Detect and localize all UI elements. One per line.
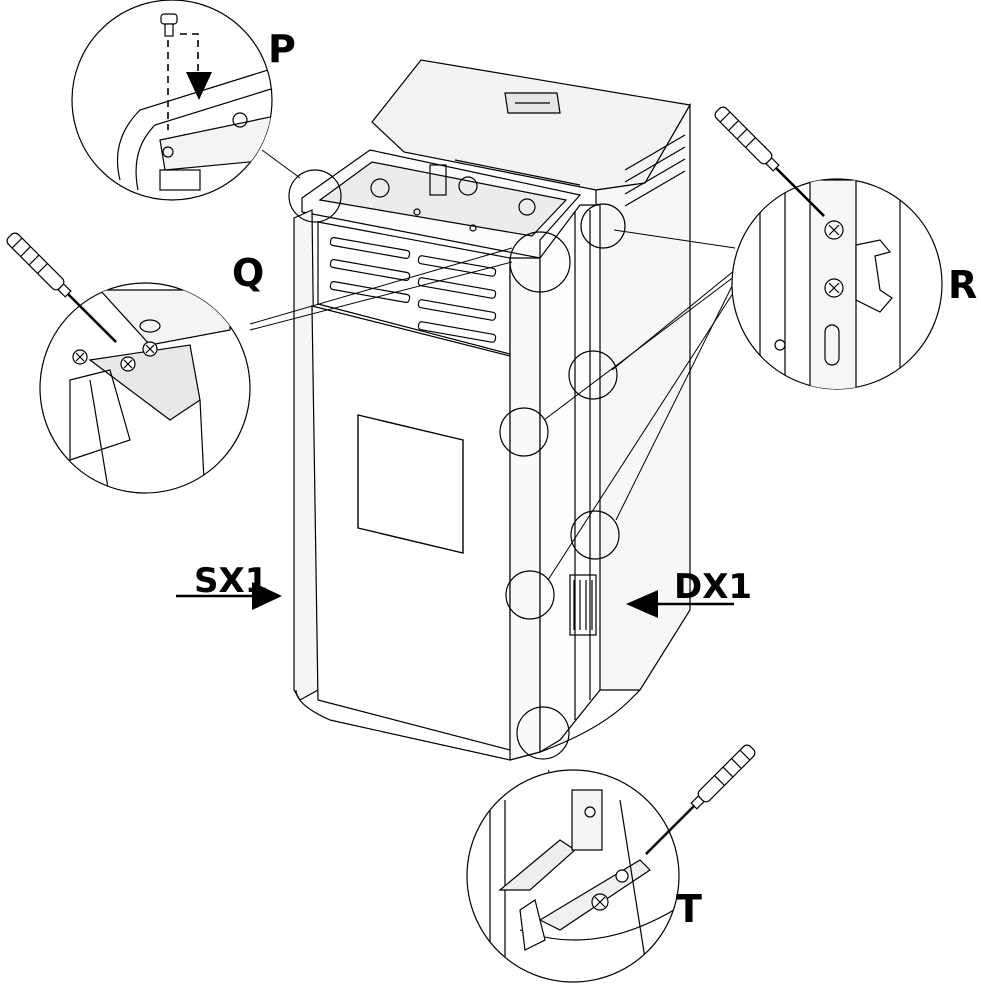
- dx1-marker: DX1: [626, 567, 752, 618]
- label-p: P: [268, 27, 296, 71]
- front-window: [357, 414, 464, 554]
- detail-p: [71, 0, 273, 201]
- right-frame-column: [509, 257, 541, 761]
- sx1-marker: SX1: [176, 561, 282, 610]
- frame-detail-circle: [288, 169, 342, 223]
- frame-detail-circle: [516, 706, 570, 760]
- control-display: [504, 92, 561, 114]
- screw-head-icon: [591, 869, 629, 911]
- screwdriver-icon: [6, 232, 117, 343]
- right-side-vents: [624, 134, 686, 207]
- stove-body: [288, 59, 691, 761]
- frame-detail-circle: [568, 350, 618, 400]
- frame-detail-circle: [505, 570, 555, 620]
- internal-motor: [569, 574, 597, 636]
- arrow-left-icon: [626, 590, 658, 618]
- pin-icon: [160, 13, 178, 37]
- screw-head-icon: [120, 341, 158, 372]
- label-dx1: DX1: [674, 567, 752, 607]
- detail-q: [39, 282, 251, 494]
- label-q: Q: [232, 251, 264, 295]
- screwdriver-icon: [645, 744, 756, 855]
- front-vents: [329, 236, 497, 343]
- frame-detail-circle: [580, 203, 626, 249]
- arrow-down-icon: [186, 72, 212, 100]
- frame-detail-circle: [509, 231, 571, 293]
- label-t: T: [676, 887, 702, 931]
- frame-detail-circle: [499, 407, 549, 457]
- internal-components: [370, 159, 581, 232]
- detail-r: [731, 178, 943, 390]
- screwdriver-icon: [714, 106, 825, 217]
- frame-detail-circle: [570, 510, 620, 560]
- label-r: R: [948, 263, 977, 307]
- arrow-right-icon: [252, 582, 282, 610]
- screw-head-icon: [824, 220, 844, 298]
- detail-t: [466, 769, 680, 983]
